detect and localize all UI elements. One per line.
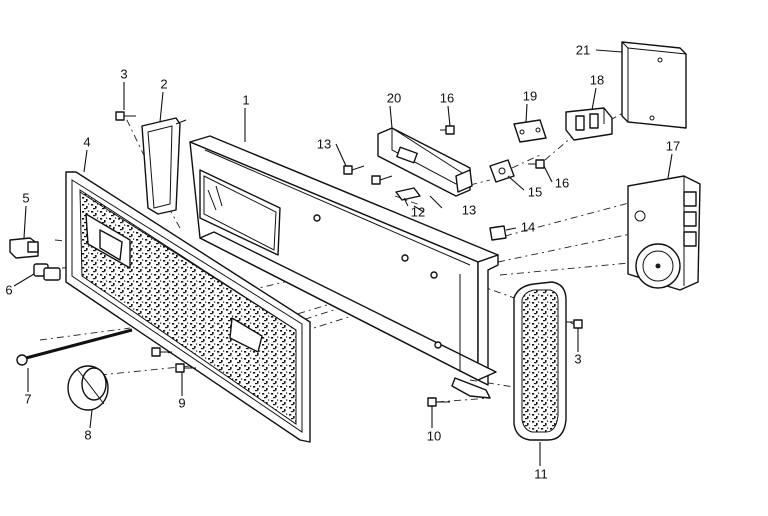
screw-part-3-upper — [115, 111, 136, 121]
leader-lines — [13, 49, 673, 466]
callout-9: 9 — [178, 395, 185, 410]
callout-2: 2 — [160, 76, 167, 91]
callout-12: 12 — [411, 204, 425, 219]
callout-3-lower: 3 — [574, 351, 581, 366]
callout-13-lower: 13 — [462, 202, 476, 217]
screw-part-9b — [175, 363, 196, 373]
callout-7: 7 — [24, 391, 31, 406]
push-buttons-part-6 — [33, 263, 61, 281]
callout-4: 4 — [83, 134, 90, 149]
callout-20: 20 — [387, 90, 401, 105]
terminal-block-part-18 — [565, 107, 613, 141]
callout-8: 8 — [84, 427, 91, 442]
callout-16-lower: 16 — [555, 175, 569, 190]
callout-11: 11 — [534, 466, 548, 481]
callout-16-upper: 16 — [440, 90, 454, 105]
rod-part-7 — [16, 328, 133, 366]
screw-part-13a — [343, 165, 365, 175]
cover-part-21 — [621, 41, 687, 129]
screw-part-10 — [427, 397, 450, 407]
clip-part-12 — [395, 187, 421, 207]
callout-10: 10 — [427, 428, 441, 443]
screw-part-16b — [528, 159, 545, 169]
callout-14: 14 — [521, 219, 535, 234]
callout-21: 21 — [576, 42, 590, 57]
screw-part-9a — [151, 347, 172, 357]
callout-1: 1 — [242, 92, 249, 107]
bracket-part-2 — [141, 117, 187, 215]
console-panel-part-1 — [189, 135, 499, 399]
callout-6: 6 — [5, 282, 12, 297]
knob-part-8 — [67, 365, 109, 411]
callout-17: 17 — [666, 138, 680, 153]
callout-5: 5 — [22, 190, 29, 205]
callout-13-upper: 13 — [317, 136, 331, 151]
callout-15: 15 — [528, 184, 542, 199]
timer-part-17 — [627, 175, 701, 291]
callout-3-upper: 3 — [120, 66, 127, 81]
side-trim-part-11 — [513, 281, 567, 441]
callout-18: 18 — [590, 72, 604, 87]
callout-19: 19 — [523, 88, 537, 103]
plate-part-19 — [513, 119, 547, 143]
callout-labels: 1 2 3 3 4 5 6 7 8 9 10 11 12 13 13 14 15… — [5, 42, 680, 481]
tab-part-14 — [489, 225, 507, 241]
switch-part-5 — [9, 237, 39, 259]
front-panel-part-4 — [65, 171, 311, 443]
screw-part-16a — [440, 125, 455, 135]
switch-module-part-20 — [377, 127, 473, 197]
screw-part-13b — [371, 175, 393, 185]
